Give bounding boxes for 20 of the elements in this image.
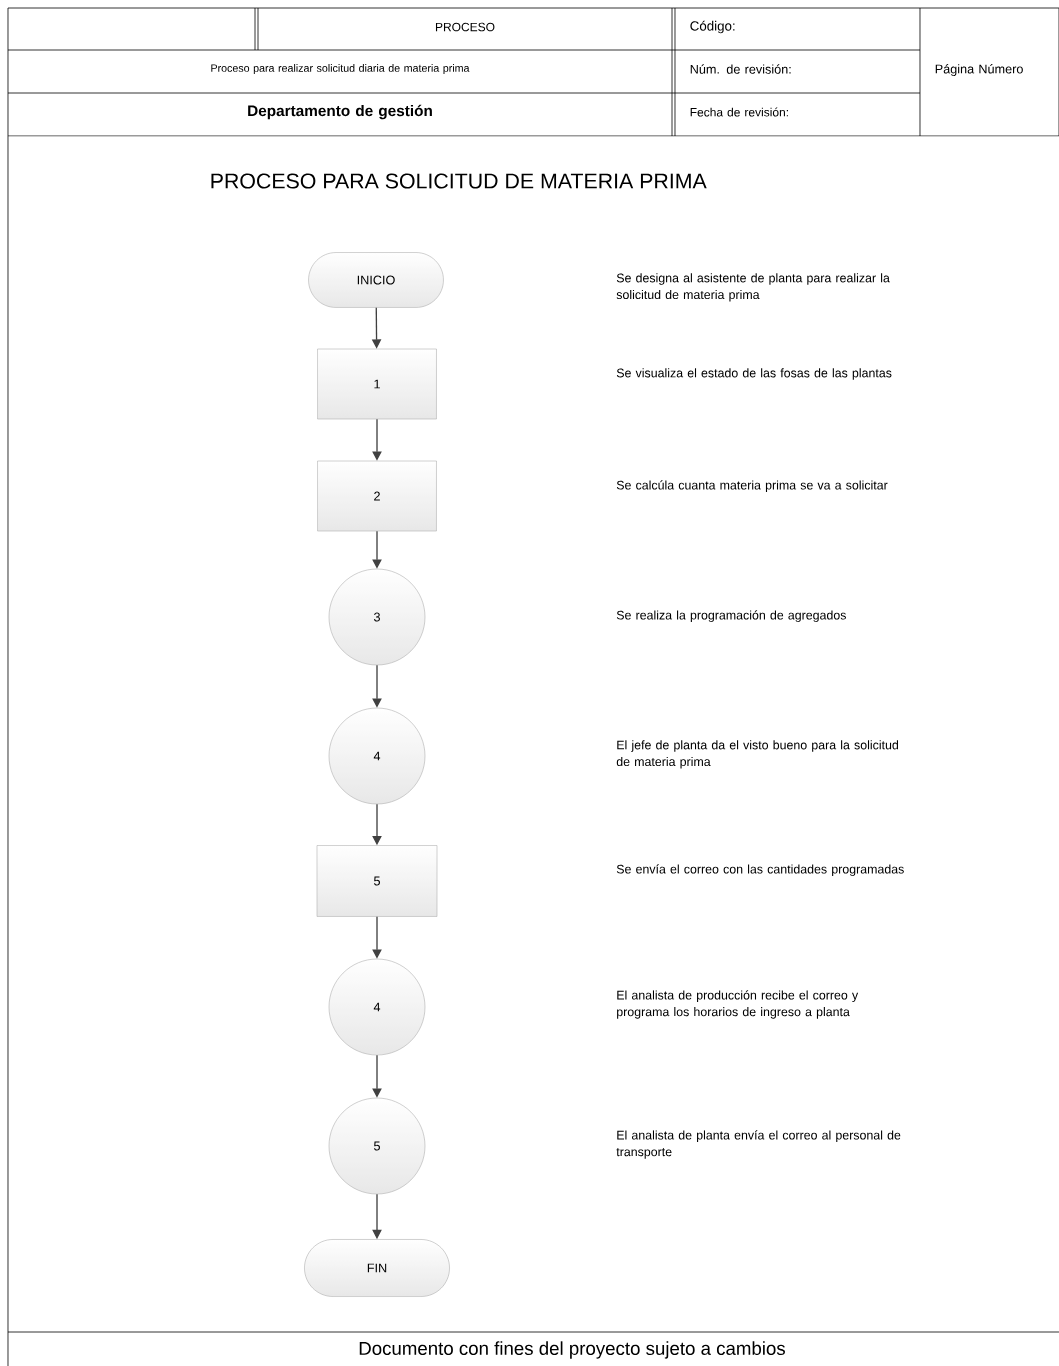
step-description: Se calcúla cuanta materia prima se va a solicitar <box>616 480 888 492</box>
caption: Documento con fines del proyecto sujeto a cambios <box>359 1341 785 1359</box>
title: PROCESO PARA SOLICITUD DE MATERIA PRIMA <box>211 173 707 189</box>
step-description: El analista de planta envía el correo al personal de transporte <box>616 1130 901 1159</box>
process-box: 5 <box>316 845 438 917</box>
table-cell: Página Número <box>935 64 1023 76</box>
step-description: Se designa al asistente de planta para realizar la solicitud de materia prima <box>616 273 890 302</box>
table-cell: Departamento de gestión <box>248 104 432 120</box>
table-cell: Proceso para realizar solicitud diaria de materia prima <box>211 64 470 74</box>
process-box: 1 <box>317 348 437 420</box>
step-description: El analista de producción recibe el correo y programa los horarios de ingreso a planta <box>617 990 859 1019</box>
table-cell: Fecha de revisión: <box>690 107 788 117</box>
table-cell: Código: <box>690 20 735 34</box>
step-description: Se realiza la programación de agregados <box>616 610 846 622</box>
process-box: 2 <box>317 460 437 532</box>
step-description: Se envía el correo con las cantidades programadas <box>616 864 904 876</box>
table-cell: PROCESO <box>436 22 495 32</box>
step-description: Se visualiza el estado de las fosas de las plantas <box>616 368 892 380</box>
table-cell: Núm. de revisión: <box>690 64 791 74</box>
step-description: El jefe de planta da el visto bueno para la solicitud de materia prima <box>616 740 899 769</box>
